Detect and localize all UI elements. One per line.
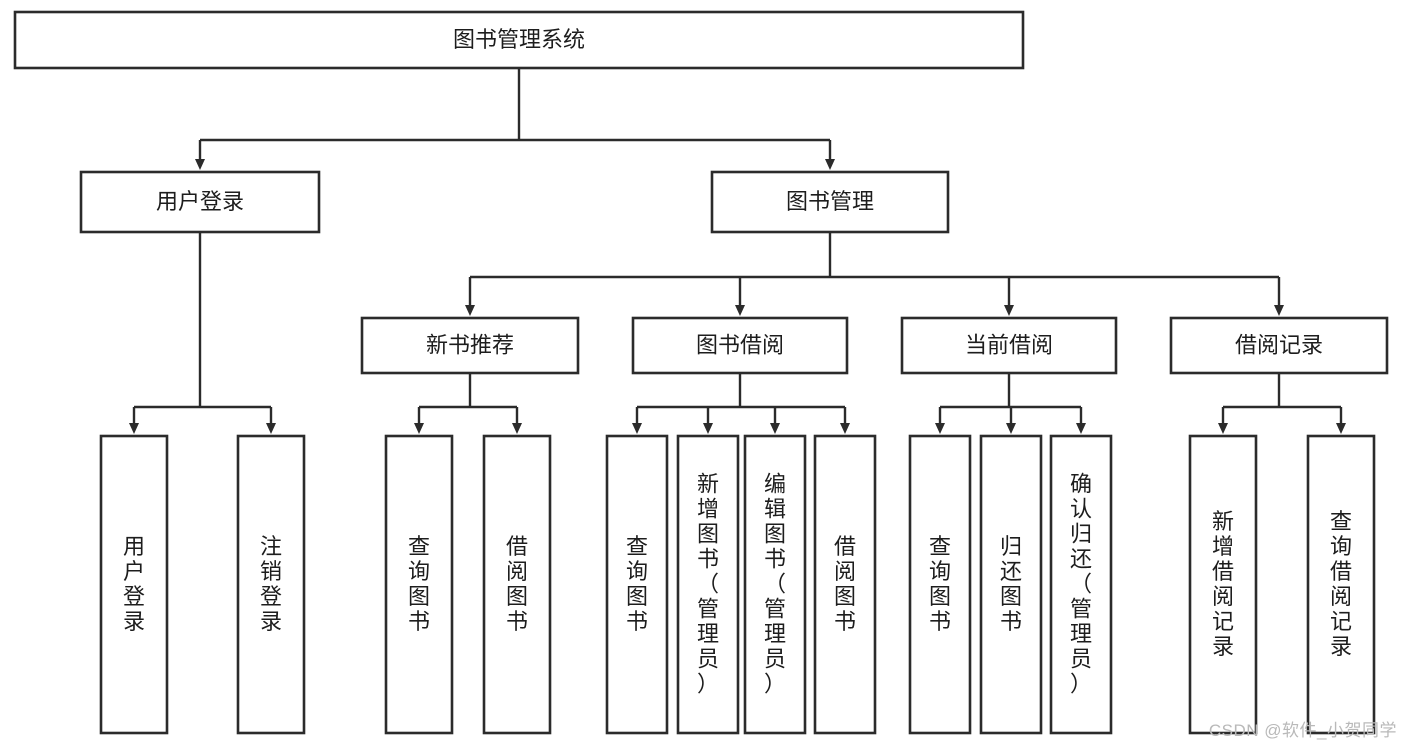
link-borrowrecord-to-leaves (1218, 373, 1346, 434)
link-bookmanage-to-level3 (465, 232, 1284, 316)
node-leaf-edit-book-box[interactable] (743, 434, 807, 735)
node-leaf-query-record-box[interactable] (1306, 434, 1376, 735)
link-currentborrow-to-leaves (935, 373, 1086, 434)
link-bookborrow-to-leaves (632, 373, 850, 434)
node-current-borrow-box[interactable] (900, 316, 1118, 375)
link-userlogin-to-leaves (129, 232, 276, 434)
node-new-book-rec-label: 新书推荐 (426, 332, 514, 357)
link-newbook-to-leaves (414, 373, 522, 434)
node-book-manage[interactable]: 图书管理 (710, 170, 950, 234)
node-current-borrow[interactable]: 当前借阅 (900, 316, 1118, 375)
node-leaf-add-book[interactable]: 新增图书（管理员） (676, 434, 740, 735)
node-leaf-return-book-box[interactable] (979, 434, 1043, 735)
node-leaf-logout-box[interactable] (236, 434, 306, 735)
node-leaf-borrow-book-2[interactable]: 借阅图书 (813, 434, 877, 735)
node-book-manage-box[interactable] (710, 170, 950, 234)
node-leaf-query-book-2-label: 查询图书 (626, 534, 648, 634)
node-leaf-borrow-book-1-label: 借阅图书 (506, 534, 528, 634)
node-leaf-add-record[interactable]: 新增借阅记录 (1188, 434, 1258, 735)
node-boxes: 图书管理系统用户登录图书管理新书推荐图书借阅当前借阅借阅记录用户登录注销登录查询… (13, 10, 1389, 735)
node-current-borrow-label: 当前借阅 (965, 332, 1053, 357)
node-root-system[interactable]: 图书管理系统 (13, 10, 1025, 70)
node-root-system-label: 图书管理系统 (453, 27, 585, 52)
node-user-login-label: 用户登录 (156, 189, 244, 214)
node-leaf-edit-book[interactable]: 编辑图书（管理员） (743, 434, 807, 735)
node-new-book-rec-box[interactable] (360, 316, 580, 375)
node-book-borrow-box[interactable] (631, 316, 849, 375)
node-borrow-record-box[interactable] (1169, 316, 1389, 375)
node-user-login-box[interactable] (79, 170, 321, 234)
node-leaf-user-login-box[interactable] (99, 434, 169, 735)
node-leaf-add-record-box[interactable] (1188, 434, 1258, 735)
node-leaf-logout-label: 注销登录 (260, 534, 282, 634)
node-leaf-add-book-box[interactable] (676, 434, 740, 735)
node-leaf-borrow-book-1-box[interactable] (482, 434, 552, 735)
node-leaf-confirm-return[interactable]: 确认归还（管理员） (1049, 434, 1113, 735)
node-new-book-rec[interactable]: 新书推荐 (360, 316, 580, 375)
node-leaf-borrow-book-2-box[interactable] (813, 434, 877, 735)
node-leaf-confirm-return-label: 确认归还（管理员） (1070, 472, 1092, 697)
node-borrow-record-label: 借阅记录 (1235, 332, 1323, 357)
node-leaf-return-book-label: 归还图书 (1000, 534, 1022, 634)
node-book-manage-label: 图书管理 (786, 189, 874, 214)
node-leaf-query-book-2[interactable]: 查询图书 (605, 434, 669, 735)
node-leaf-query-book-3-box[interactable] (908, 434, 972, 735)
node-leaf-query-record-label: 查询借阅记录 (1330, 509, 1352, 659)
node-leaf-query-book-1-label: 查询图书 (408, 534, 430, 634)
node-book-borrow-label: 图书借阅 (696, 332, 784, 357)
node-user-login[interactable]: 用户登录 (79, 170, 321, 234)
node-leaf-query-book-3[interactable]: 查询图书 (908, 434, 972, 735)
node-leaf-query-book-3-label: 查询图书 (929, 534, 951, 634)
node-leaf-add-book-label: 新增图书（管理员） (697, 472, 719, 697)
node-leaf-logout[interactable]: 注销登录 (236, 434, 306, 735)
node-borrow-record[interactable]: 借阅记录 (1169, 316, 1389, 375)
node-leaf-confirm-return-box[interactable] (1049, 434, 1113, 735)
node-leaf-edit-book-label: 编辑图书（管理员） (764, 472, 786, 697)
node-leaf-return-book[interactable]: 归还图书 (979, 434, 1043, 735)
node-leaf-borrow-book-1[interactable]: 借阅图书 (482, 434, 552, 735)
link-root-to-level2 (195, 68, 835, 170)
node-leaf-query-book-2-box[interactable] (605, 434, 669, 735)
node-root-system-box[interactable] (13, 10, 1025, 70)
node-leaf-query-book-1-box[interactable] (384, 434, 454, 735)
node-leaf-user-login[interactable]: 用户登录 (99, 434, 169, 735)
connector-lines (129, 68, 1346, 434)
node-leaf-add-record-label: 新增借阅记录 (1212, 509, 1234, 659)
node-book-borrow[interactable]: 图书借阅 (631, 316, 849, 375)
node-leaf-query-book-1[interactable]: 查询图书 (384, 434, 454, 735)
node-leaf-user-login-label: 用户登录 (123, 534, 145, 634)
watermark-text: CSDN @软件_小贺同学 (1208, 721, 1397, 740)
node-leaf-query-record[interactable]: 查询借阅记录 (1306, 434, 1376, 735)
node-leaf-borrow-book-2-label: 借阅图书 (834, 534, 856, 634)
